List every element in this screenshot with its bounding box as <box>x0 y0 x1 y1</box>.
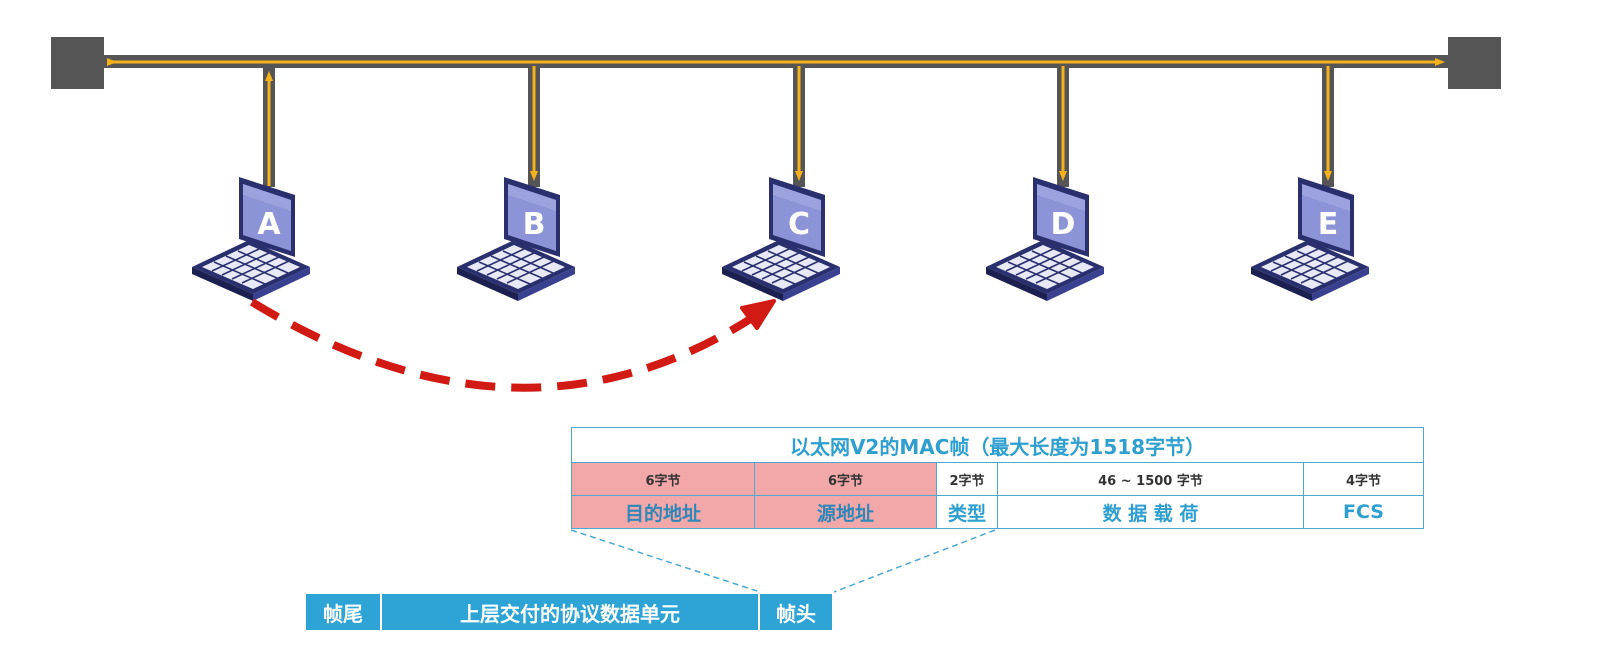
type-size: 2字节 <box>936 462 998 496</box>
host-b[interactable]: B <box>456 176 576 302</box>
bus-terminator-left <box>51 37 104 89</box>
mac-frame-title: 以太网V2的MAC帧（最大长度为1518字节） <box>570 427 1425 463</box>
frame-tail: 帧尾 <box>306 594 382 630</box>
host-c[interactable]: C <box>721 176 841 302</box>
source-address-field: 源地址 <box>754 495 937 529</box>
zoom-line-left <box>570 529 761 593</box>
laptop-icon <box>456 176 576 302</box>
laptop-icon <box>1250 176 1370 302</box>
dest-address-field: 目的地址 <box>571 495 755 529</box>
host-a[interactable]: A <box>191 176 311 302</box>
source-address-size: 6字节 <box>754 462 937 496</box>
drop-signal-arrows <box>265 66 1332 186</box>
host-label: C <box>788 207 810 242</box>
zoom-line-right <box>833 529 996 593</box>
flow-arrowhead <box>740 299 776 330</box>
frame-head: 帧头 <box>760 594 832 630</box>
laptop-icon <box>985 176 1105 302</box>
bus-network-diagram: A B C D E <box>51 37 1501 593</box>
fcs-field: FCS <box>1302 495 1425 529</box>
dest-address-size: 6字节 <box>571 462 755 496</box>
laptop-icon <box>191 176 311 302</box>
laptop-icon <box>721 176 841 302</box>
host-d[interactable]: D <box>985 176 1105 302</box>
flow-arrow-a-to-c <box>249 298 755 392</box>
host-label: E <box>1318 207 1339 242</box>
payload-field: 数 据 载 荷 <box>997 495 1304 529</box>
host-label: D <box>1051 207 1076 242</box>
bus-terminator-right <box>1448 37 1501 89</box>
host-label: A <box>257 207 281 242</box>
payload-size: 46 ~ 1500 字节 <box>997 462 1304 496</box>
fcs-size: 4字节 <box>1302 462 1425 496</box>
frame-payload: 上层交付的协议数据单元 <box>382 594 760 630</box>
host-e[interactable]: E <box>1250 176 1370 302</box>
field-name-row: 目的地址 源地址 类型 数 据 载 荷 FCS <box>571 495 1425 529</box>
type-field: 类型 <box>936 495 998 529</box>
field-size-row: 6字节 6字节 2字节 46 ~ 1500 字节 4字节 <box>571 462 1425 496</box>
host-label: B <box>523 207 546 242</box>
mac-frame-table: 以太网V2的MAC帧（最大长度为1518字节） 6字节 6字节 2字节 46 ~… <box>570 427 1425 529</box>
encapsulated-frame-bar: 帧尾 上层交付的协议数据单元 帧头 <box>306 594 832 630</box>
